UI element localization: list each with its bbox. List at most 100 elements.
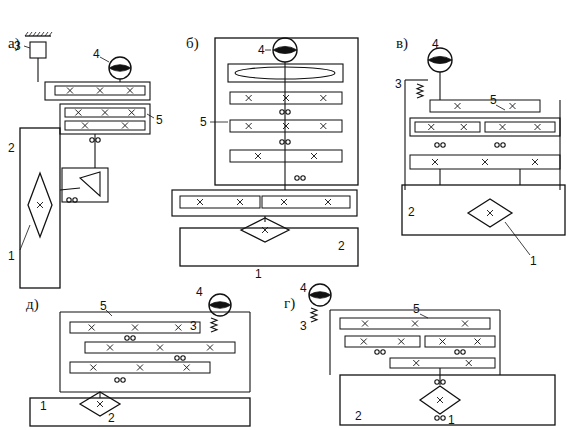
- shaft-line: [25, 32, 28, 36]
- callout-number: 5: [200, 116, 207, 128]
- bearing-symbol: [286, 110, 290, 114]
- shaft-line: [265, 50, 271, 51]
- callout-number: 2: [8, 142, 15, 154]
- housing-outline: [180, 196, 260, 208]
- housing-outline: [180, 228, 358, 266]
- shaft-line: [246, 95, 252, 101]
- shaft-line: [127, 88, 133, 94]
- shaft-line: [132, 325, 138, 331]
- shaft-line: [102, 110, 108, 116]
- bearing-symbol: [441, 380, 445, 384]
- shaft-line: [49, 32, 52, 36]
- shaft-line: [246, 123, 252, 129]
- shaft-line: [90, 365, 96, 371]
- shaft-line: [129, 110, 135, 116]
- shaft-line: [197, 199, 203, 205]
- shaft-line: [413, 360, 419, 366]
- housing-outline: [230, 150, 342, 162]
- spring-symbol: [311, 308, 317, 322]
- housing-outline: [62, 168, 108, 202]
- shaft-line: [329, 310, 330, 375]
- shaft-line: [462, 321, 468, 327]
- shaft-line: [129, 110, 135, 116]
- callout-number: 1: [530, 255, 537, 267]
- callout-number: 4: [432, 38, 439, 50]
- shaft-line: [412, 321, 418, 327]
- shaft-line: [137, 365, 143, 371]
- housing-outline: [30, 398, 250, 426]
- panel-label: д): [26, 297, 39, 312]
- shaft-line: [97, 88, 103, 94]
- shaft-line: [75, 110, 81, 116]
- housing-outline: [340, 318, 490, 329]
- shaft-line: [20, 225, 30, 250]
- bearing-symbol: [435, 380, 439, 384]
- shaft-line: [532, 159, 538, 165]
- callout-number: 4: [258, 44, 265, 56]
- shaft-line: [283, 123, 289, 129]
- shaft-line: [127, 88, 133, 94]
- callout-number: 2: [338, 240, 345, 252]
- shaft-line: [132, 325, 138, 331]
- shaft-line: [466, 360, 472, 366]
- shaft-line: [89, 325, 95, 331]
- shaft-line: [505, 222, 530, 255]
- shaft-line: [283, 123, 289, 129]
- callout-number: 3: [190, 320, 197, 332]
- bearing-symbol: [435, 143, 439, 147]
- shaft-line: [59, 312, 60, 392]
- shaft-line: [519, 169, 520, 185]
- shaft-line: [45, 32, 48, 36]
- shaft-line: [320, 123, 326, 129]
- motor-symbol: [109, 65, 131, 72]
- housing-outline: [70, 322, 200, 333]
- shaft-line: [500, 124, 506, 130]
- bearing-symbol: [175, 356, 179, 360]
- housing-outline: [425, 336, 495, 347]
- shaft-line: [455, 103, 461, 109]
- motor-symbol: [309, 292, 331, 299]
- shaft-line: [137, 365, 143, 371]
- shaft-line: [440, 339, 446, 345]
- shaft-line: [197, 199, 203, 205]
- shaft-line: [82, 123, 88, 129]
- shaft-line: [100, 57, 109, 62]
- shaft-line: [29, 32, 32, 36]
- shaft-line: [311, 153, 317, 159]
- shaft-line: [559, 100, 560, 190]
- bearing-symbol: [286, 140, 290, 144]
- housing-outline: [65, 121, 145, 130]
- shaft-line: [107, 345, 113, 351]
- shaft-line: [37, 58, 38, 82]
- shaft-line: [320, 95, 326, 101]
- shaft-line: [428, 124, 434, 130]
- shaft-line: [207, 345, 213, 351]
- bearing-symbol: [295, 176, 299, 180]
- callout-number: 5: [156, 114, 163, 126]
- motor-symbol: [428, 48, 452, 72]
- shaft-line: [440, 339, 446, 345]
- shaft-line: [37, 202, 43, 208]
- drive-wheel: [241, 218, 289, 242]
- shaft-line: [102, 110, 108, 116]
- bearing-symbol: [441, 416, 445, 420]
- bearing-symbol: [115, 378, 119, 382]
- shaft-line: [482, 159, 488, 165]
- shaft-line: [207, 345, 213, 351]
- shaft-line: [175, 325, 181, 331]
- motor-symbol: [273, 46, 297, 53]
- motor-symbol: [209, 294, 231, 316]
- shaft-line: [398, 339, 404, 345]
- shaft-line: [97, 401, 103, 407]
- callout-number: 3: [14, 40, 21, 52]
- housing-outline: [340, 375, 555, 425]
- shaft-line: [147, 114, 154, 118]
- housing-outline: [410, 155, 560, 169]
- shaft-line: [475, 339, 481, 345]
- shaft-line: [532, 159, 538, 165]
- shaft-line: [97, 401, 103, 407]
- housing-outline: [402, 185, 565, 235]
- housing-outline: [390, 358, 495, 368]
